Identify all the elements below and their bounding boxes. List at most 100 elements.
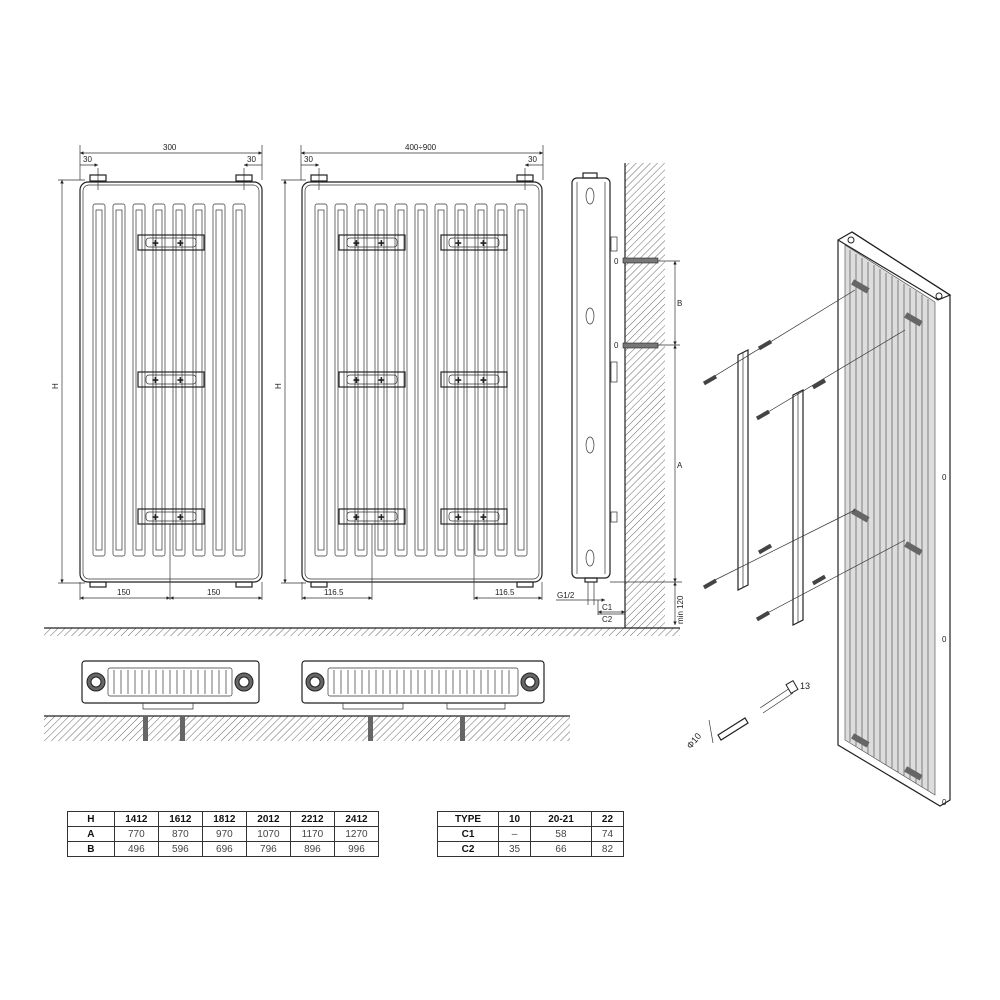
mounting-bracket: ✚✚	[137, 371, 205, 388]
bottom-left-dim: 116.5	[324, 588, 344, 597]
svg-text:✚: ✚	[378, 376, 385, 385]
table-cell: 596	[157, 841, 203, 857]
wall-section	[44, 716, 570, 741]
bottom-left-dim: 150	[117, 588, 131, 597]
svg-text:✚: ✚	[455, 239, 462, 248]
type-offsets-table: TYPE 10 20-21 22 C1 – 58 74 C2 35 66 82	[437, 811, 625, 857]
table-cell: TYPE	[437, 811, 499, 827]
table-cell: 970	[201, 826, 247, 842]
table-cell: 66	[530, 841, 592, 857]
table-cell: 58	[530, 826, 592, 842]
table-row: A 770 870 970 1070 1170 1270	[67, 826, 380, 842]
svg-text:0: 0	[614, 257, 619, 266]
table-cell: 82	[590, 841, 625, 857]
dowel-diameter-label: Φ10	[685, 731, 704, 751]
svg-text:0: 0	[942, 798, 947, 807]
table-cell: 20-21	[530, 811, 592, 827]
svg-text:✚: ✚	[152, 513, 159, 522]
mounting-bracket: ✚✚	[137, 234, 205, 251]
table-cell: –	[497, 826, 532, 842]
table-cell: B	[67, 841, 115, 857]
mounting-rail	[737, 349, 749, 591]
svg-text:✚: ✚	[480, 376, 487, 385]
table-cell: 496	[113, 841, 159, 857]
table-cell: 996	[333, 841, 380, 857]
table-row: C2 35 66 82	[437, 841, 625, 857]
bottom-right-dim: 150	[207, 588, 221, 597]
top-view-wide-radiator	[301, 660, 545, 741]
table-cell: 1612	[157, 811, 203, 827]
table-cell: 2012	[245, 811, 291, 827]
table-cell: 1170	[289, 826, 335, 842]
floor-section	[44, 628, 680, 636]
mounting-rail	[792, 389, 804, 626]
exploded-isometric-view: 0 0 0	[685, 231, 952, 807]
table-cell: 2212	[289, 811, 335, 827]
height-label: H	[51, 383, 60, 389]
dowel-and-screw-detail: Φ10 13	[685, 679, 810, 751]
table-cell: 770	[113, 826, 159, 842]
table-cell: 696	[201, 841, 247, 857]
c2-label: C2	[602, 615, 613, 624]
side-view-wall-mount: 0 0 B A min 120 G1/2 C1 C2	[556, 163, 685, 628]
width-label: 400÷900	[405, 143, 437, 152]
edge-right-label: 30	[247, 155, 256, 164]
svg-text:✚: ✚	[353, 513, 360, 522]
bottom-right-dim: 116.5	[495, 588, 515, 597]
mounting-bracket: ✚✚	[137, 508, 205, 525]
svg-text:✚: ✚	[177, 376, 184, 385]
screw-size-label: 13	[800, 681, 810, 691]
table-row: B 496 596 696 796 896 996	[67, 841, 380, 857]
height-dimensions-table: H 1412 1612 1812 2012 2212 2412 A 770 87…	[67, 811, 380, 857]
mounting-bracket: ✚ ✚ ✚ ✚	[338, 371, 508, 388]
edge-right-label: 30	[528, 155, 537, 164]
table-cell: 74	[590, 826, 625, 842]
svg-text:✚: ✚	[480, 513, 487, 522]
floor-clearance-label: min 120	[676, 595, 685, 624]
table-cell: C2	[437, 841, 499, 857]
svg-text:0: 0	[614, 341, 619, 350]
svg-text:✚: ✚	[152, 376, 159, 385]
table-cell: C1	[437, 826, 499, 842]
dim-b-label: B	[677, 299, 682, 308]
edge-left-label: 30	[304, 155, 313, 164]
connection-label: G1/2	[557, 591, 575, 600]
svg-text:✚: ✚	[455, 376, 462, 385]
table-cell: 22	[590, 811, 625, 827]
svg-text:✚: ✚	[378, 239, 385, 248]
svg-text:✚: ✚	[480, 239, 487, 248]
table-cell: 1070	[245, 826, 291, 842]
c1-label: C1	[602, 603, 613, 612]
svg-text:✚: ✚	[353, 239, 360, 248]
svg-text:✚: ✚	[177, 513, 184, 522]
table-cell: 1412	[113, 811, 159, 827]
table-cell: H	[67, 811, 115, 827]
wall-section	[625, 163, 665, 628]
table-cell: 796	[245, 841, 291, 857]
table-cell: 1812	[201, 811, 247, 827]
table-header-row: H 1412 1612 1812 2012 2212 2412	[67, 811, 380, 827]
top-view-single-radiator	[44, 660, 570, 741]
table-cell: A	[67, 826, 115, 842]
table-header-row: TYPE 10 20-21 22	[437, 811, 625, 827]
table-cell: 870	[157, 826, 203, 842]
table-cell: 35	[497, 841, 532, 857]
height-label: H	[274, 383, 283, 389]
table-cell: 896	[289, 841, 335, 857]
table-cell: 10	[497, 811, 532, 827]
svg-text:✚: ✚	[177, 239, 184, 248]
edge-left-label: 30	[83, 155, 92, 164]
table-cell: 2412	[333, 811, 380, 827]
svg-text:0: 0	[942, 473, 947, 482]
mounting-bracket: ✚ ✚ ✚ ✚	[338, 234, 508, 251]
width-label: 300	[163, 143, 177, 152]
front-view-single-radiator: 300 30 30 H	[51, 143, 263, 600]
svg-text:✚: ✚	[455, 513, 462, 522]
table-row: C1 – 58 74	[437, 826, 625, 842]
svg-text:✚: ✚	[152, 239, 159, 248]
svg-text:✚: ✚	[353, 376, 360, 385]
front-view-wide-radiator: 400÷900 30 30 H ✚ ✚	[274, 143, 544, 600]
svg-text:✚: ✚	[378, 513, 385, 522]
dim-a-label: A	[677, 461, 683, 470]
